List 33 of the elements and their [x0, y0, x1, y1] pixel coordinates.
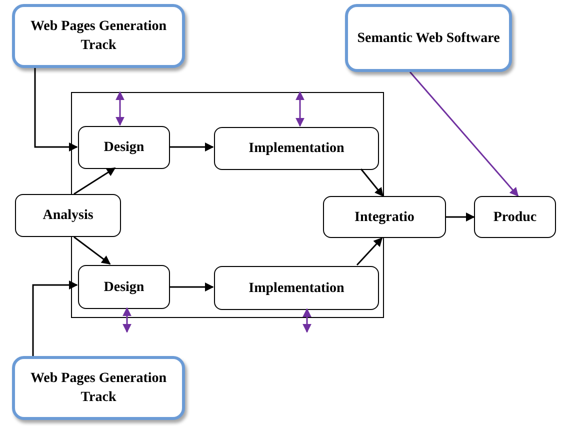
node-label: Implementation [248, 280, 346, 298]
process-box [214, 127, 379, 170]
node-label: Design [102, 139, 146, 157]
node-label: Design [102, 278, 146, 296]
arrow [169, 282, 214, 292]
arrow [360, 168, 384, 197]
node-label: Semantic Web Software [356, 30, 501, 48]
node-label: Analysis [42, 207, 94, 225]
process-box [323, 196, 446, 238]
node-label: Produc [492, 208, 538, 226]
arrow [296, 91, 304, 127]
process-box [214, 266, 379, 310]
process-box [78, 265, 170, 309]
node-label: Implementation [248, 140, 346, 158]
node-label: Web Pages Generation Track [29, 18, 168, 55]
arrow [356, 237, 383, 266]
arrow [32, 280, 78, 356]
arrow [34, 68, 78, 152]
track-box [345, 4, 512, 72]
track-box [12, 356, 185, 420]
node-label: Integratio [354, 208, 416, 226]
track-box [12, 4, 185, 68]
arrow [409, 72, 519, 197]
process-box [15, 194, 121, 237]
process-box [474, 196, 556, 238]
arrow [302, 308, 312, 333]
arrow [74, 167, 116, 195]
arrow [116, 91, 124, 126]
arrow [446, 212, 475, 222]
arrow [169, 142, 214, 152]
arrow [122, 307, 132, 333]
process-box [78, 126, 170, 169]
node-label: Web Pages Generation Track [29, 370, 168, 407]
